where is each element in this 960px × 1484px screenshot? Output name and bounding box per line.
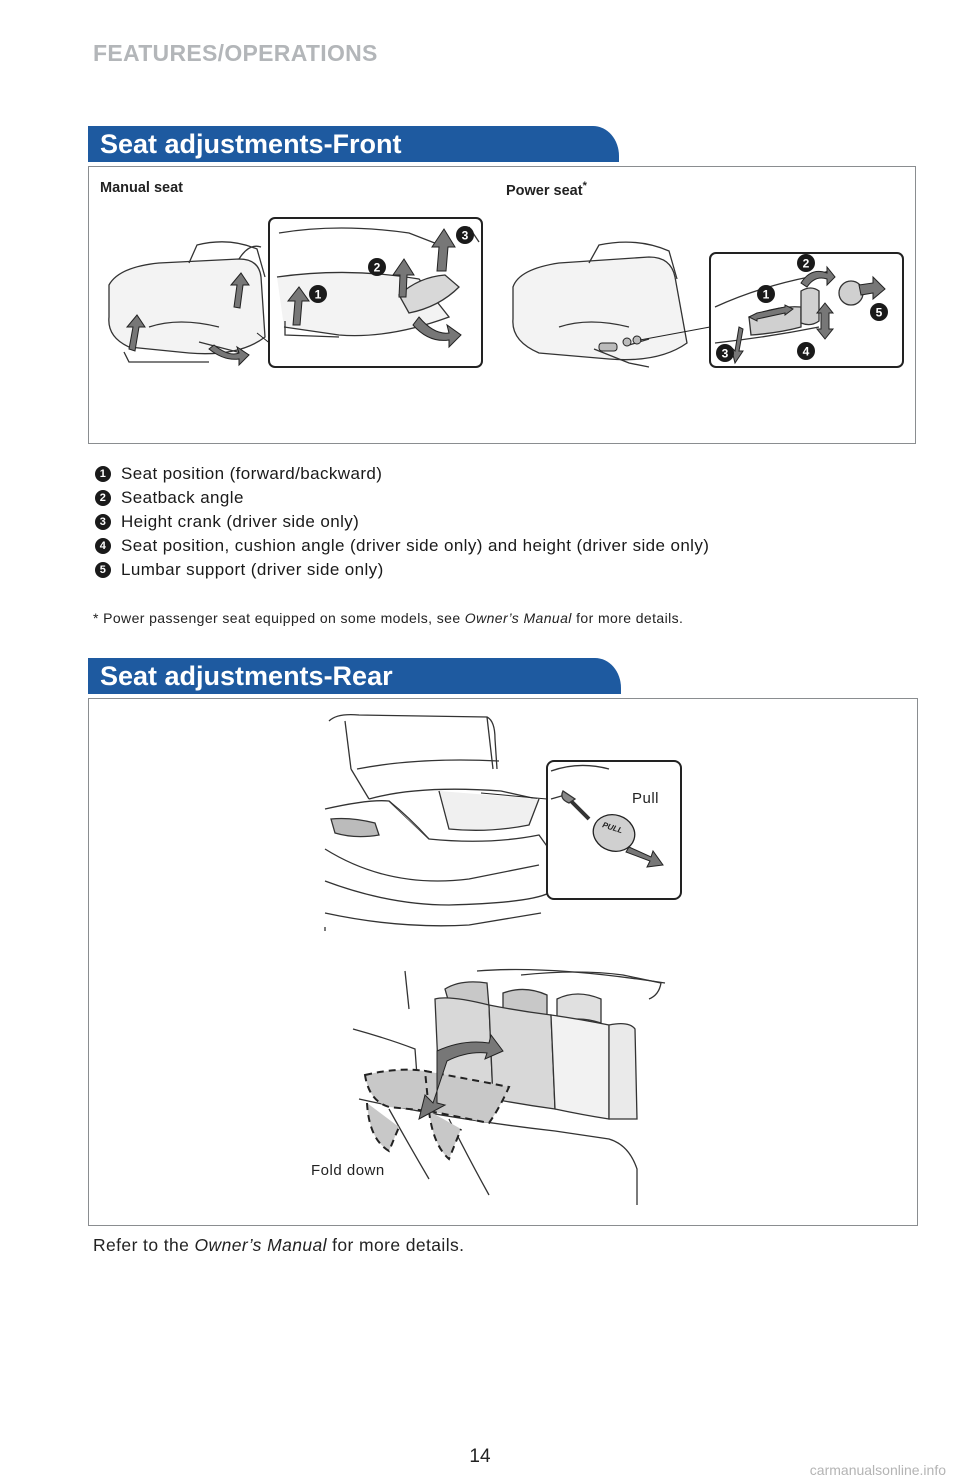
watermark: carmanualsonline.info <box>810 1462 946 1478</box>
legend-text: Seatback angle <box>121 488 244 508</box>
fold-down-label: Fold down <box>311 1162 385 1179</box>
front-section-title: Seat adjustments-Front <box>88 126 619 162</box>
legend-item: 5 Lumbar support (driver side only) <box>95 558 915 582</box>
trunk-drawing <box>325 715 549 931</box>
seat-legend: 1 Seat position (forward/backward) 2 Seatb… <box>95 462 915 582</box>
svg-text:1: 1 <box>315 288 322 302</box>
rear-figure-box: PULL Pull Fold down <box>88 698 918 1226</box>
rear-section-title: Seat adjustments-Rear <box>88 658 621 694</box>
svg-text:3: 3 <box>462 229 469 243</box>
front-figure-box: Manual seat Power seat* <box>88 166 916 444</box>
svg-text:4: 4 <box>803 345 810 359</box>
rear-seat-illustrations: PULL Pull Fold down <box>89 699 919 1227</box>
section-header: FEATURES/OPERATIONS <box>93 40 378 67</box>
legend-text: Lumbar support (driver side only) <box>121 560 384 580</box>
svg-text:2: 2 <box>374 261 381 275</box>
legend-text: Seat position, cushion angle (driver sid… <box>121 536 709 556</box>
legend-item: 3 Height crank (driver side only) <box>95 510 915 534</box>
legend-number-badge: 5 <box>95 562 111 578</box>
legend-number-badge: 4 <box>95 538 111 554</box>
refer-note: Refer to the Owner’s Manual for more det… <box>93 1235 464 1256</box>
svg-text:2: 2 <box>803 257 810 271</box>
legend-text: Height crank (driver side only) <box>121 512 359 532</box>
legend-item: 4 Seat position, cushion angle (driver si… <box>95 534 915 558</box>
front-seat-illustrations: 1 2 3 <box>89 167 917 445</box>
svg-text:3: 3 <box>722 347 729 361</box>
legend-item: 2 Seatback angle <box>95 486 915 510</box>
pull-label: Pull <box>632 790 659 807</box>
legend-number-badge: 2 <box>95 490 111 506</box>
legend-item: 1 Seat position (forward/backward) <box>95 462 915 486</box>
svg-text:5: 5 <box>876 306 883 320</box>
svg-text:1: 1 <box>763 288 770 302</box>
legend-number-badge: 1 <box>95 466 111 482</box>
power-seat-footnote: * Power passenger seat equipped on some … <box>93 610 683 626</box>
legend-number-badge: 3 <box>95 514 111 530</box>
legend-text: Seat position (forward/backward) <box>121 464 382 484</box>
